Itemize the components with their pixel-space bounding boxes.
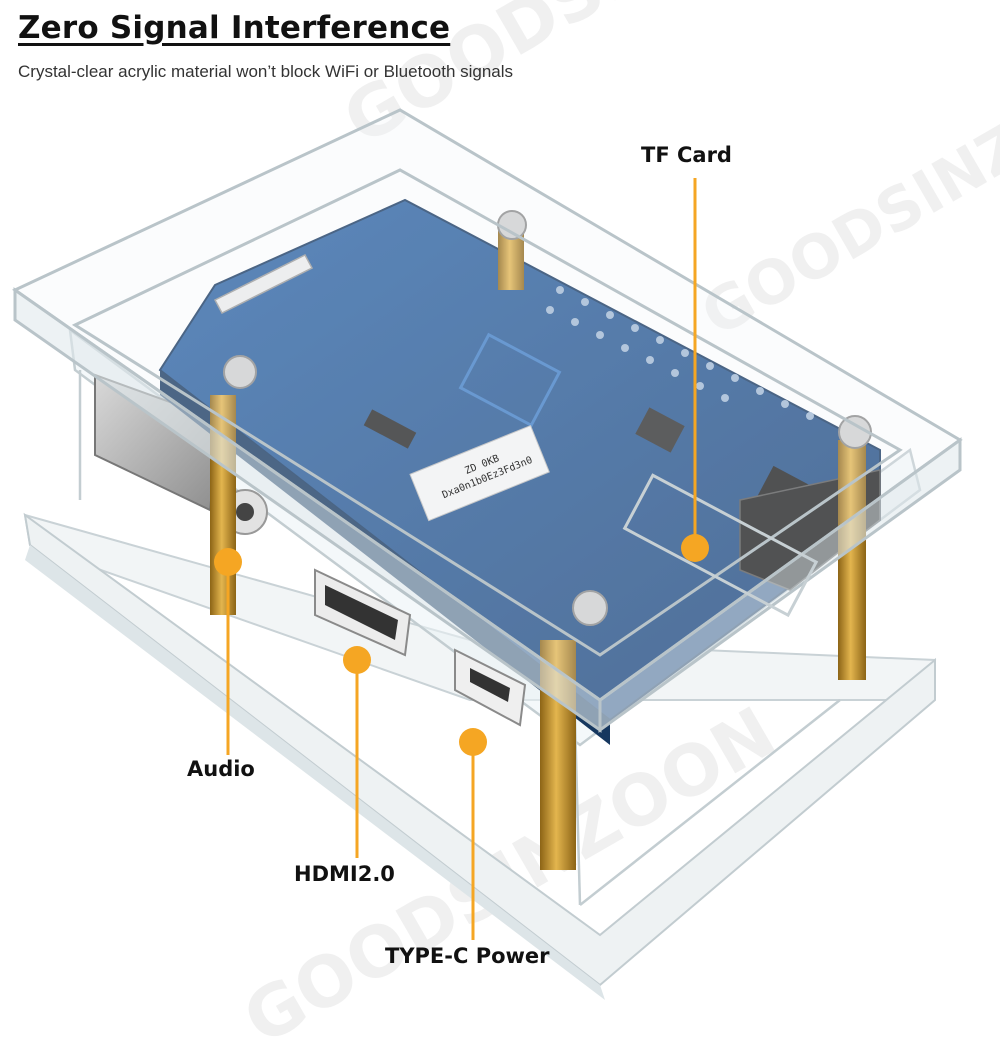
- acrylic-case-image: [12, 108, 963, 1000]
- audio-label: Audio: [187, 757, 255, 781]
- typec-port: [454, 648, 527, 727]
- product-scene: GOODSINZOON GOODSINZOON GOODSINZOON: [12, 0, 1000, 1061]
- callout-lines: [226, 178, 697, 940]
- board-label-sticker: [409, 424, 550, 522]
- top-frame: [12, 108, 963, 733]
- hdmi-port: [314, 568, 412, 657]
- typec-marker: [459, 728, 487, 756]
- audio-marker: [214, 548, 242, 576]
- hdmi-label: HDMI2.0: [294, 862, 395, 886]
- hdmi-marker: [343, 646, 371, 674]
- typec-label: TYPE-C Power: [385, 944, 550, 968]
- tf-card-label: TF Card: [641, 143, 732, 167]
- tf-card-marker: [681, 534, 709, 562]
- callout-dots: [214, 534, 709, 756]
- page-subtitle: Crystal-clear acrylic material won’t blo…: [18, 62, 514, 81]
- page-title: Zero Signal Interference: [18, 10, 451, 46]
